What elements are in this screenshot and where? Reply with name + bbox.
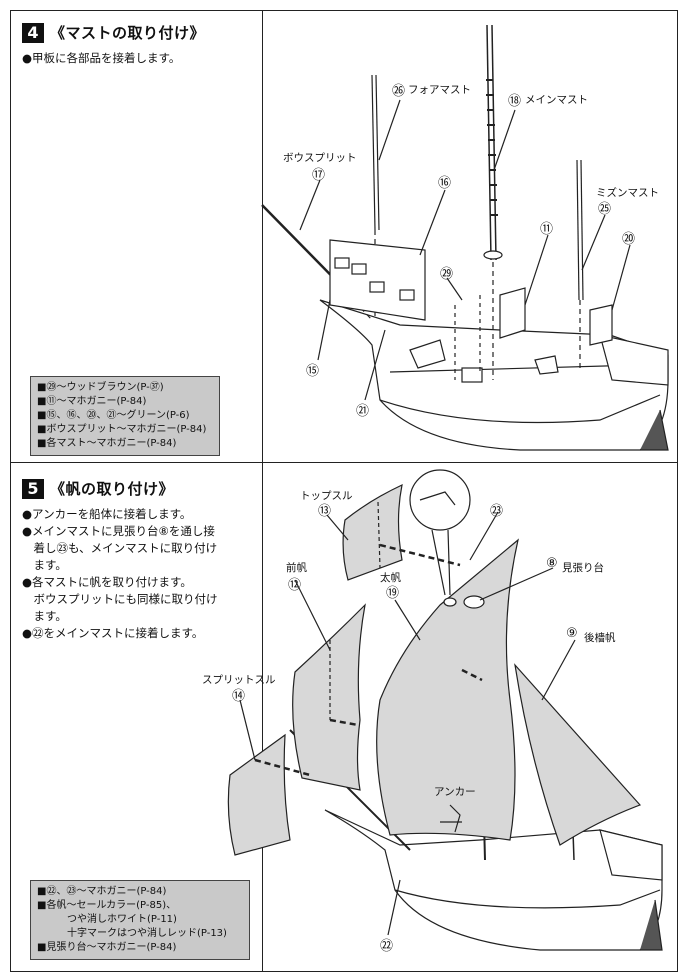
part-number: ⑰ bbox=[312, 168, 326, 183]
step5-instruction: ます。 bbox=[22, 558, 67, 572]
step5-instruction: ●アンカーを船体に接着します。 bbox=[22, 507, 192, 521]
paint-item: ■㉒、㉓〜マホガニー(P-84) bbox=[37, 886, 167, 897]
step5-instruction: ●メインマストに見張り台⑧を通し接 bbox=[22, 524, 215, 538]
foremast-label: フォアマスト bbox=[408, 84, 471, 96]
column-divider-top bbox=[262, 10, 263, 462]
paint-item: ■見張り台〜マホガニー(P-84) bbox=[37, 942, 177, 953]
step5-instruction: ●㉒をメインマストに接着します。 bbox=[22, 626, 204, 640]
mainmast-label: メインマスト bbox=[525, 94, 588, 106]
column-divider-bottom bbox=[262, 462, 263, 972]
paint-item: ■㉙〜ウッドブラウン(P-㊲) bbox=[37, 382, 164, 393]
page-frame bbox=[10, 10, 678, 972]
step4-paint-box: ■㉙〜ウッドブラウン(P-㊲) ■⑪〜マホガニー(P-84) ■⑮、⑯、⑳、㉑〜… bbox=[30, 376, 220, 456]
step4-instructions: ●甲板に各部品を接着します。 bbox=[22, 50, 257, 67]
part-number: ⑯ bbox=[438, 176, 452, 191]
step4-heading: 4 《マストの取り付け》 bbox=[22, 22, 205, 43]
step4-title: 《マストの取り付け》 bbox=[50, 24, 206, 42]
anchor-label: アンカー bbox=[434, 786, 476, 798]
topsail-label: トップスル bbox=[300, 490, 353, 502]
foresail-label: 前帆 bbox=[286, 562, 307, 574]
step5-instruction: 着し㉓も、メインマストに取り付け bbox=[22, 541, 218, 555]
part-number: ⑱ bbox=[508, 94, 522, 109]
part-number: ⑧ bbox=[546, 556, 558, 571]
part-number: ㉙ bbox=[440, 267, 454, 282]
part-number: ⑲ bbox=[386, 586, 400, 601]
step4-instruction: ●甲板に各部品を接着します。 bbox=[22, 51, 181, 65]
mizzenmast-label: ミズンマスト bbox=[596, 187, 659, 199]
step-divider bbox=[10, 462, 678, 463]
step5-instruction: ボウスプリットにも同様に取り付け bbox=[22, 592, 218, 606]
paint-item: つや消しホワイト(P-11) bbox=[37, 914, 177, 925]
part-number: ㉕ bbox=[598, 202, 612, 217]
part-number: ⑭ bbox=[232, 689, 246, 704]
paint-item: ■ボウスプリット〜マホガニー(P-84) bbox=[37, 424, 207, 435]
paint-item: ■各マスト〜マホガニー(P-84) bbox=[37, 438, 177, 449]
step4-number: 4 bbox=[22, 22, 44, 43]
paint-item: ■各帆〜セールカラー(P-85)、 bbox=[37, 900, 177, 911]
spritsail-label: スプリットスル bbox=[202, 674, 276, 686]
part-number: ㉓ bbox=[490, 504, 504, 519]
part-number: ⑨ bbox=[566, 626, 578, 641]
step5-paint-box: ■㉒、㉓〜マホガニー(P-84) ■各帆〜セールカラー(P-85)、 つや消しホ… bbox=[30, 880, 250, 960]
step5-instruction: ます。 bbox=[22, 609, 67, 623]
mainsail-label: 太帆 bbox=[380, 572, 401, 584]
part-number: ⑬ bbox=[318, 504, 332, 519]
part-number: ⑳ bbox=[622, 232, 636, 247]
step4-ship-illustration bbox=[261, 24, 669, 451]
step5-heading: 5 《帆の取り付け》 bbox=[22, 478, 174, 499]
bowsprit-label: ボウスプリット bbox=[283, 152, 357, 164]
part-number: ㉖ bbox=[392, 84, 406, 99]
paint-item: 十字マークはつや消しレッド(P-13) bbox=[37, 928, 227, 939]
part-number: ⑫ bbox=[288, 578, 302, 593]
aftsail-label: 後檣帆 bbox=[584, 632, 616, 644]
paint-item: ■⑪〜マホガニー(P-84) bbox=[37, 396, 147, 407]
part-number: ㉑ bbox=[356, 404, 370, 419]
step5-number: 5 bbox=[22, 478, 44, 499]
part-number: ㉒ bbox=[380, 939, 394, 954]
step5-instruction: ●各マストに帆を取り付けます。 bbox=[22, 575, 192, 589]
paint-item: ■⑮、⑯、⑳、㉑〜グリーン(P-6) bbox=[37, 410, 190, 421]
step5-title: 《帆の取り付け》 bbox=[50, 480, 175, 498]
part-number: ⑪ bbox=[540, 222, 554, 237]
step5-instructions: ●アンカーを船体に接着します。 ●メインマストに見張り台⑧を通し接 着し㉓も、メ… bbox=[22, 506, 257, 642]
part-number: ⑮ bbox=[306, 364, 320, 379]
lookout-label: 見張り台 bbox=[562, 562, 604, 574]
